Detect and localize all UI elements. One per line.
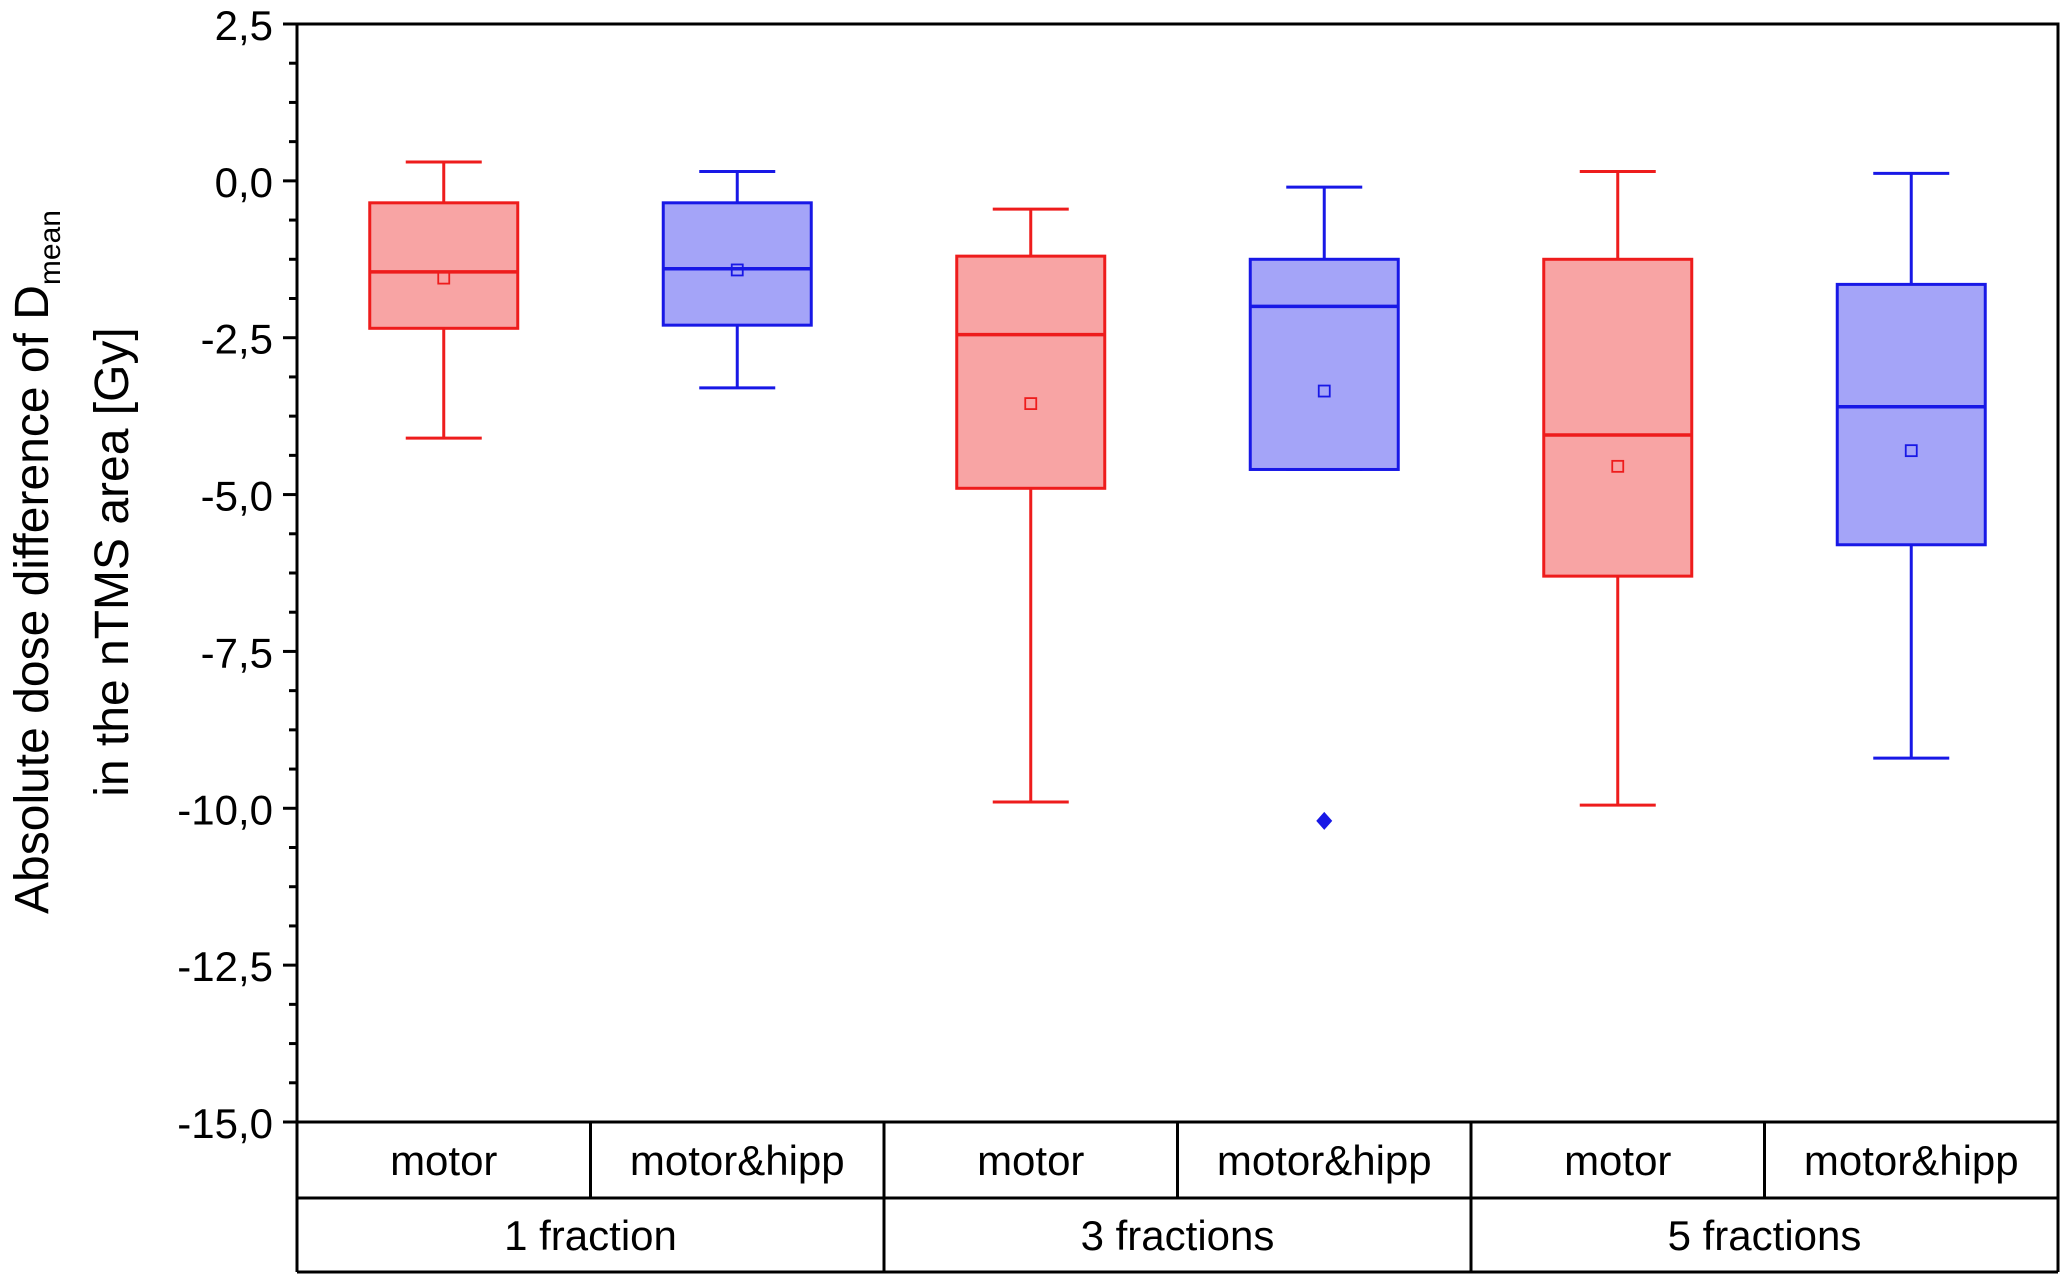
y-tick-label: 0,0 (215, 159, 273, 206)
y-tick-label: -15,0 (177, 1100, 273, 1147)
category-label: motor (390, 1137, 497, 1184)
category-label: motor (1564, 1137, 1671, 1184)
y-axis-label-line2: in the nTMS area [Gy] (86, 327, 139, 797)
group-label: 5 fractions (1668, 1212, 1862, 1259)
y-axis-label-subscript: mean (34, 210, 67, 285)
mean-marker (1904, 444, 1918, 458)
y-axis-label-main: Absolute dose difference of D (6, 285, 59, 914)
category-label: motor&hipp (630, 1137, 845, 1184)
category-label: motor&hipp (1804, 1137, 2019, 1184)
y-tick-label: -10,0 (177, 786, 273, 833)
y-tick-label: -7,5 (201, 629, 273, 676)
group-label: 3 fractions (1081, 1212, 1275, 1259)
y-axis-label-line1: Absolute dose difference of Dmean (6, 210, 67, 914)
mean-marker (1317, 384, 1331, 398)
mean-marker (1611, 459, 1625, 473)
group-label: 1 fraction (504, 1212, 677, 1259)
box-iqr (1542, 257, 1694, 578)
category-label: motor&hipp (1217, 1137, 1432, 1184)
plot-area: 2,5 0,0 -2,5 -5,0 -7,5 -10,0 -12,5 -15,0 motor mo… (177, 2, 2060, 1274)
y-tick-label: -5,0 (201, 473, 273, 520)
mean-marker (730, 263, 744, 277)
y-tick-label: -12,5 (177, 943, 273, 990)
outlier-point (1316, 811, 1333, 830)
y-tick-label: 2,5 (215, 2, 273, 49)
box-iqr (368, 201, 520, 330)
y-tick-label: -2,5 (201, 316, 273, 363)
box-iqr (1248, 257, 1400, 471)
box-iqr (1835, 282, 1987, 547)
box-iqr (955, 254, 1107, 490)
plot-frame (295, 22, 2060, 1124)
mean-marker (437, 271, 451, 285)
category-label: motor (977, 1137, 1084, 1184)
mean-marker (1024, 397, 1038, 410)
